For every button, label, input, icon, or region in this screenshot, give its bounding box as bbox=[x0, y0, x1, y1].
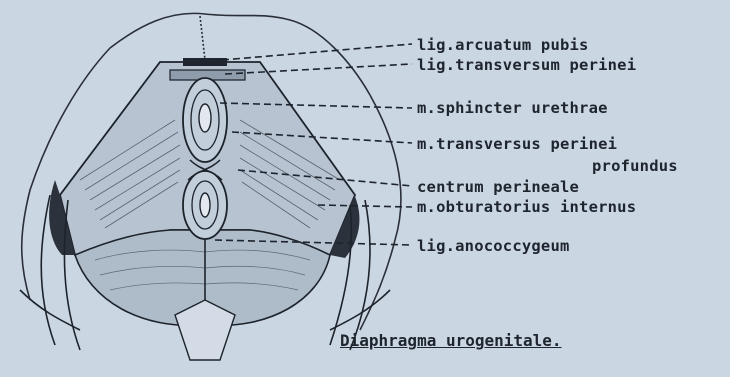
label-lig-transversum-perinei: lig.transversum perinei bbox=[417, 56, 636, 74]
label-centrum-perineale: centrum perineale bbox=[417, 178, 579, 196]
label-lig-arcuatum-pubis: lig.arcuatum pubis bbox=[417, 36, 589, 54]
lig-arcuatum bbox=[183, 58, 227, 66]
diagram-caption: Diaphragma urogenitale. bbox=[340, 331, 562, 350]
label-m-transversus-perinei: m.transversus perinei bbox=[417, 135, 617, 153]
label-profundus: profundus bbox=[592, 157, 678, 175]
label-lig-anococcygeum: lig.anococcygeum bbox=[417, 237, 570, 255]
urethra bbox=[199, 104, 211, 132]
anal-inner bbox=[200, 193, 210, 217]
label-m-sphincter-urethrae: m.sphincter urethrae bbox=[417, 99, 608, 117]
label-m-obturatorius-internus: m.obturatorius internus bbox=[417, 198, 636, 216]
symphysis-line bbox=[200, 16, 205, 60]
